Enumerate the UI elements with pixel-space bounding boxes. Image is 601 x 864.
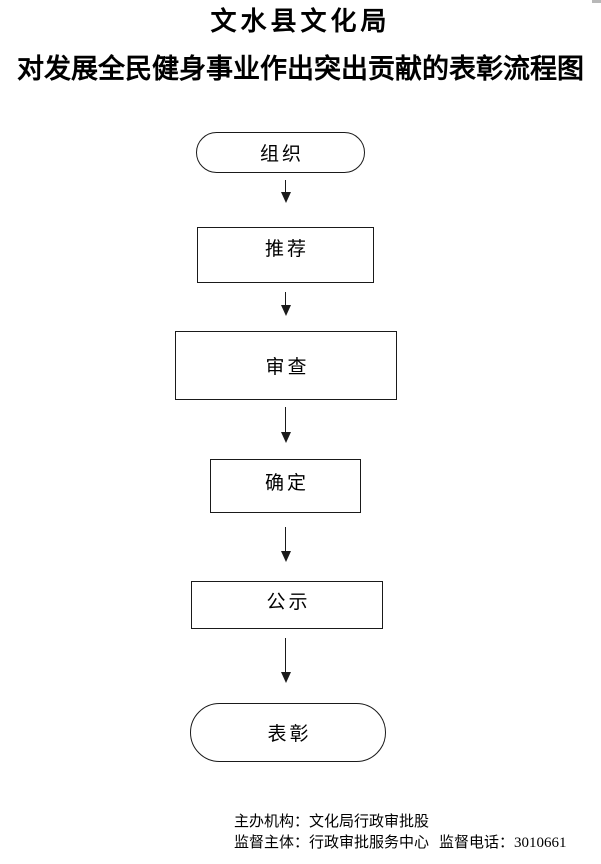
down-arrow (280, 180, 291, 203)
arrow-shaft (284, 407, 287, 432)
corner-artifact (592, 0, 601, 3)
arrow-head (280, 551, 291, 562)
flow-node-publicity: 公示 (191, 581, 383, 629)
flow-node-confirm: 确定 (210, 459, 361, 513)
flow-node-label: 推荐 (264, 239, 309, 260)
supervisor-text: 监督主体：行政审批服务中心 (234, 835, 430, 851)
flow-node-organize: 组织 (196, 132, 365, 173)
flow-node-label: 表彰 (267, 724, 312, 745)
organizer-text: 主办机构：文化局行政审批股 (234, 814, 430, 830)
flow-node-review: 审查 (175, 331, 397, 400)
flow-node-label: 确定 (264, 473, 309, 494)
arrow-shaft (284, 180, 287, 192)
flow-node-label: 组织 (259, 144, 304, 165)
flow-node-label: 公示 (266, 592, 311, 613)
supervision-phone-text: 监督电话：3010661 (439, 835, 567, 851)
down-arrow (280, 638, 291, 683)
footer-organizer-line: 主办机构：文化局行政审批股 (234, 812, 567, 833)
arrow-head (280, 432, 291, 443)
arrow-shaft (284, 638, 287, 672)
down-arrow (280, 527, 291, 562)
org-title: 文水县文化局 (210, 7, 391, 36)
down-arrow (280, 407, 291, 443)
flow-node-label: 审查 (265, 357, 310, 378)
flow-node-recommend: 推荐 (197, 227, 374, 283)
arrow-head (280, 672, 291, 683)
flow-node-commend: 表彰 (190, 703, 386, 762)
arrow-shaft (284, 527, 287, 551)
arrow-shaft (284, 292, 287, 305)
down-arrow (280, 292, 291, 316)
footer-supervision-line: 监督主体：行政审批服务中心监督电话：3010661 (234, 833, 567, 854)
arrow-head (280, 192, 291, 203)
arrow-head (280, 305, 291, 316)
footer-info: 主办机构：文化局行政审批股 监督主体：行政审批服务中心监督电话：3010661 (234, 812, 567, 854)
page-title: 对发展全民健身事业作出突出贡献的表彰流程图 (17, 54, 584, 84)
